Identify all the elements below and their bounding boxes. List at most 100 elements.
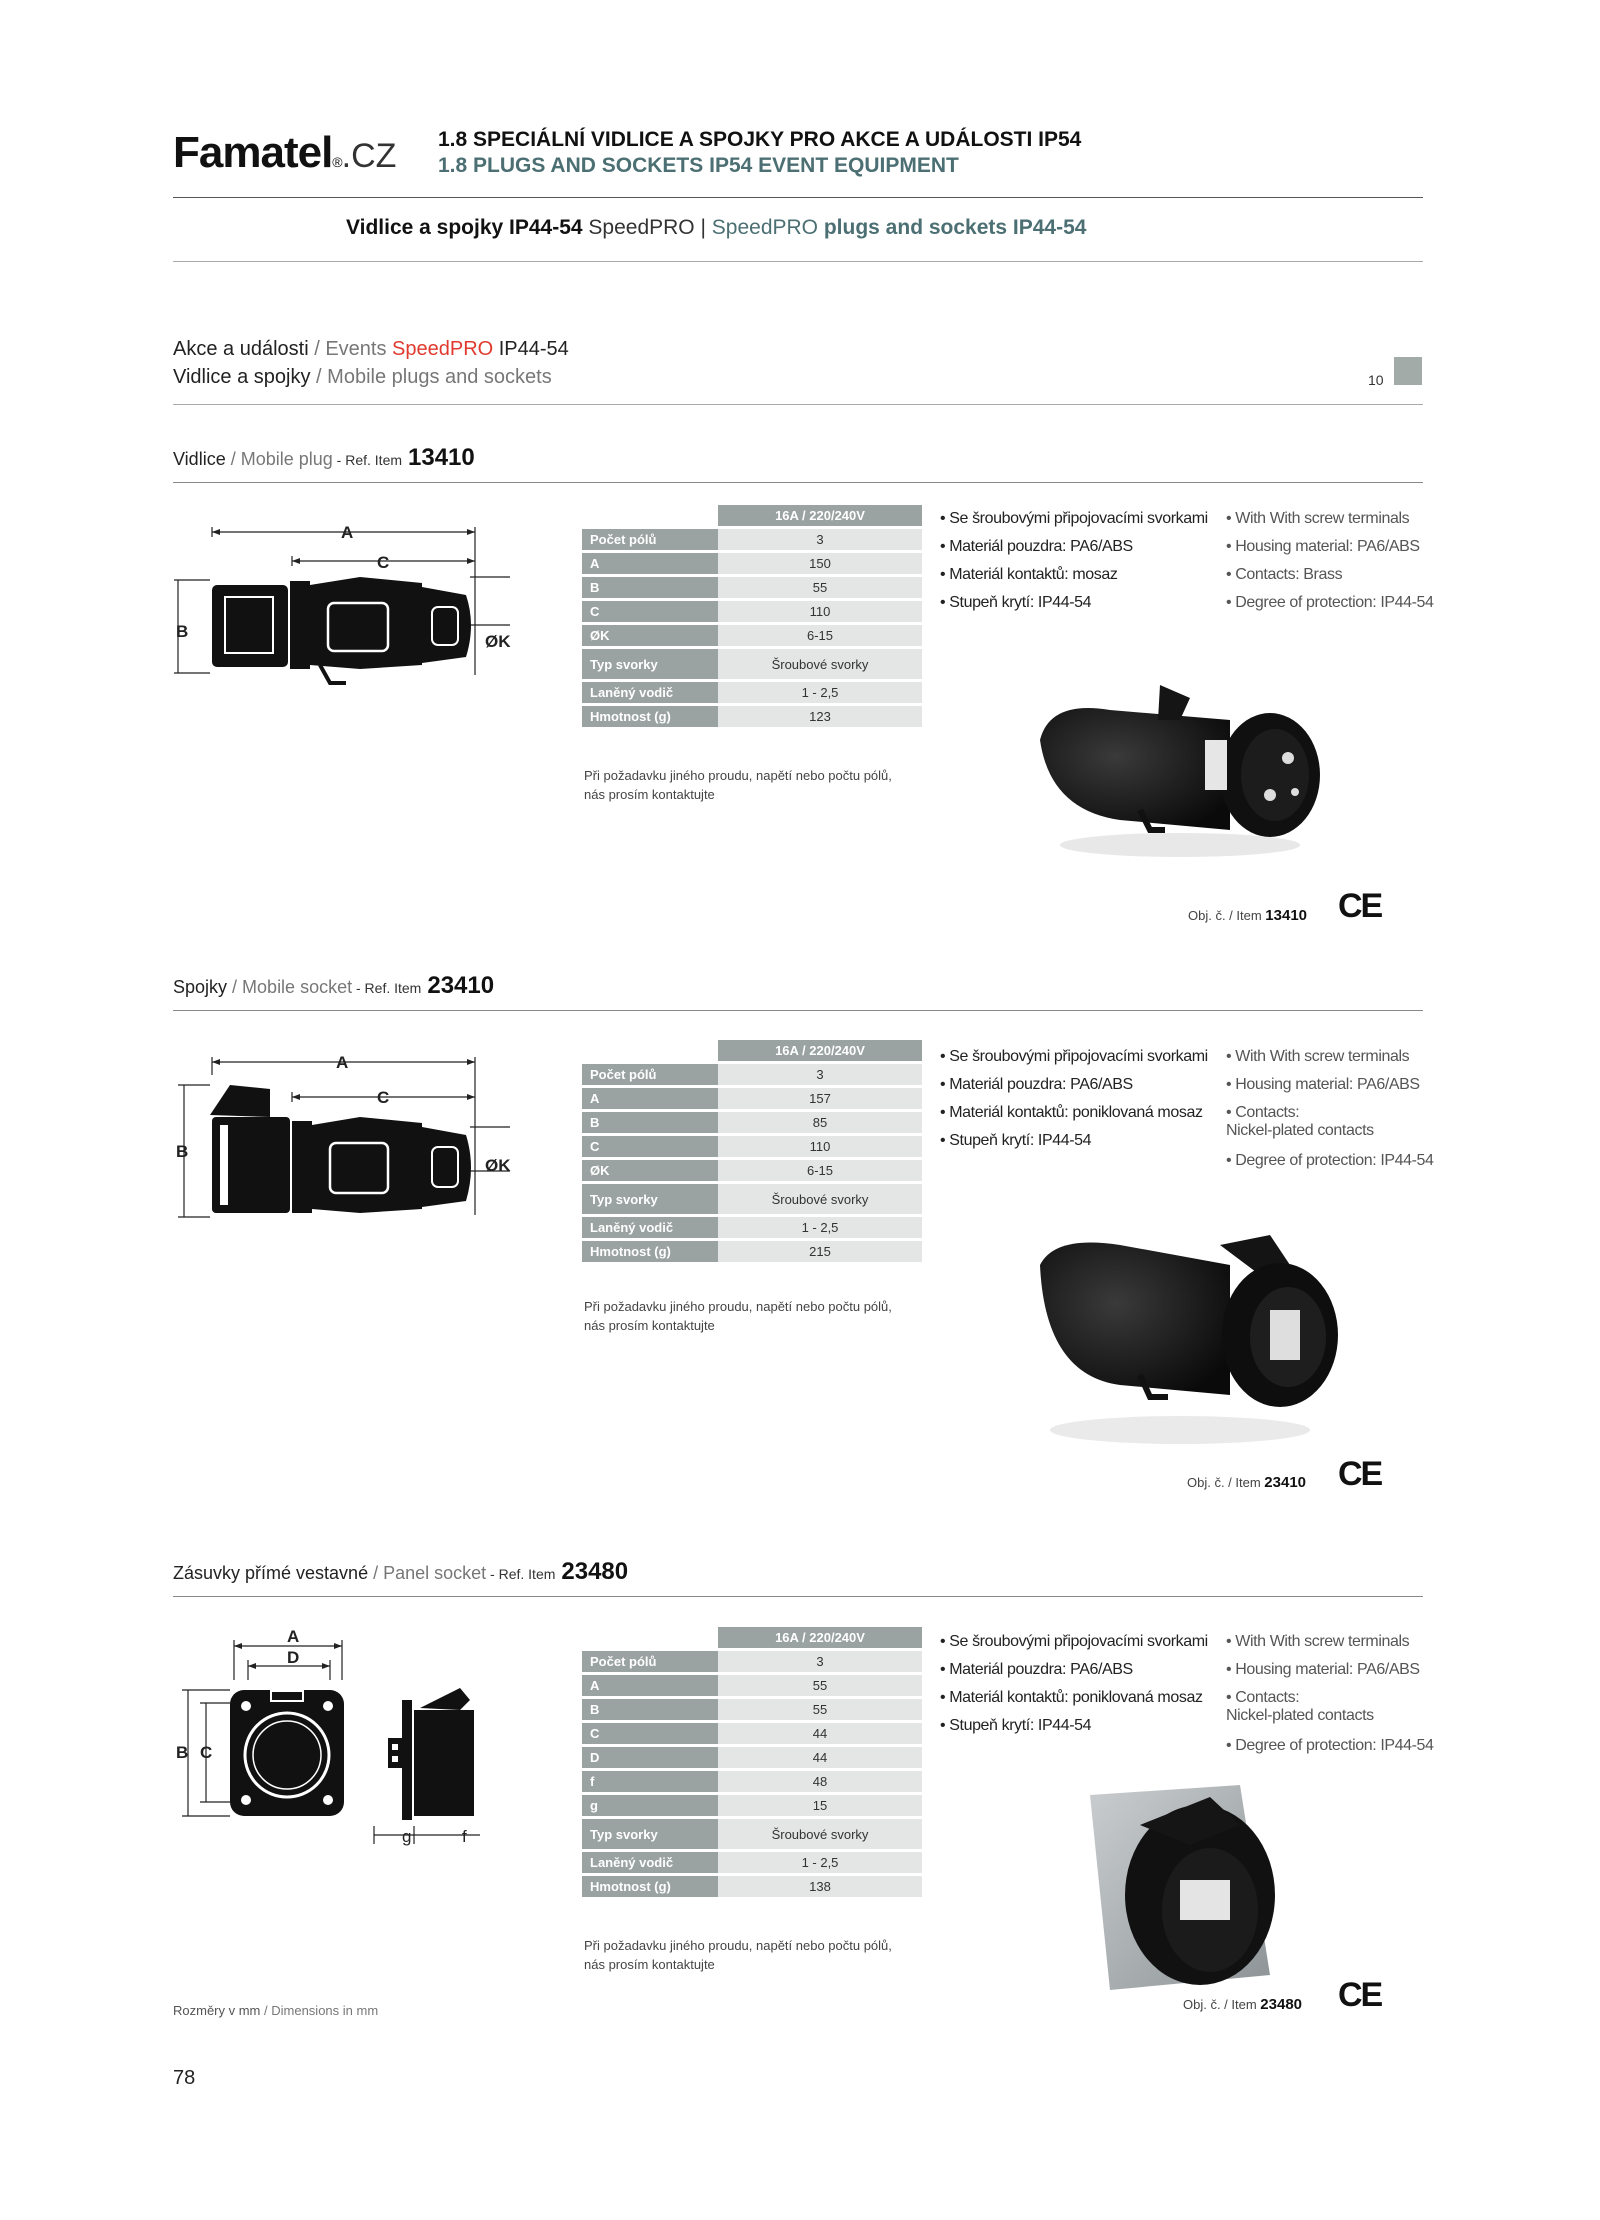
product-1-caption: Obj. č. / Item 13410 [1188, 907, 1307, 924]
ce-mark-icon: CE [1338, 887, 1383, 925]
spec-key: Laněný vodič [582, 682, 718, 703]
caption-label: Obj. č. / Item [1187, 1475, 1265, 1490]
feature-item: • Stupeň krytí: IP44-54 [940, 594, 1092, 611]
note-line-2: nás prosím kontaktujte [584, 787, 715, 802]
panel-dim-g: g [402, 1827, 411, 1846]
dimensions-note: Rozměry v mm / Dimensions in mm [173, 2003, 378, 2018]
feature-item: • Stupeň krytí: IP44-54 [940, 1132, 1092, 1149]
spec-key: B [582, 1699, 718, 1720]
socket-dim-a: A [336, 1053, 348, 1072]
spec-key: Počet pólů [582, 529, 718, 550]
panel-dim-c: C [200, 1743, 212, 1762]
p3-ref-label: - Ref. Item [486, 1566, 556, 1582]
spec-value: Šroubové svorky [718, 1819, 922, 1849]
spec-value: 48 [718, 1771, 922, 1792]
spec-value: 3 [718, 1064, 922, 1085]
spec-value: 15 [718, 1795, 922, 1816]
cat1-en: Events [325, 338, 393, 360]
table-header: 16A / 220/240V [718, 1627, 922, 1648]
subtitle-cz-name: SpeedPRO [582, 216, 695, 239]
logo-reg: ® [332, 154, 342, 170]
famatel-logo: Famatel®.CZ [173, 128, 396, 178]
logo-brand: Famatel [173, 128, 333, 177]
p1-ref: 13410 [408, 444, 475, 471]
subtitle-divider [173, 261, 1423, 262]
spec-value: 1 - 2,5 [718, 1852, 922, 1873]
product-1-features-cz: • Se šroubovými připojovacími svorkami •… [940, 505, 1208, 617]
subtitle-sep: | [694, 216, 712, 239]
spec-value: 55 [718, 1699, 922, 1720]
table-corner [582, 1627, 718, 1648]
spec-value: Šroubové svorky [718, 649, 922, 679]
subtitle-cz-bold: Vidlice a spojky IP44-54 [346, 216, 583, 239]
spec-key: A [582, 1088, 718, 1109]
dim-note-en: Dimensions in mm [271, 2003, 379, 2018]
plug-dim-a: A [341, 523, 353, 542]
socket-product-photo [1040, 1235, 1338, 1444]
p3-ref: 23480 [561, 1558, 629, 1585]
page-number: 78 [173, 2067, 196, 2089]
cat1-code: IP44-54 [493, 338, 569, 360]
socket-dim-b: B [176, 1142, 188, 1161]
feature-item: • Degree of protection: IP44-54 [1226, 594, 1434, 611]
cat2-sep: / [310, 366, 328, 388]
spec-key: Hmotnost (g) [582, 706, 718, 727]
plug-dim-b: B [176, 622, 188, 641]
product-2-caption: Obj. č. / Item 23410 [1187, 1474, 1306, 1491]
spec-value: 110 [718, 601, 922, 622]
feature-item: • Materiál pouzdra: PA6/ABS [940, 538, 1133, 555]
product-3-features-cz: • Se šroubovými připojovacími svorkami •… [940, 1628, 1208, 1740]
spec-key: f [582, 1771, 718, 1792]
spec-key: ØK [582, 1160, 718, 1181]
panel-dim-f: f [462, 1827, 467, 1846]
feature-item: • Materiál pouzdra: PA6/ABS [940, 1661, 1133, 1678]
product-2-divider [173, 1010, 1423, 1011]
ce-mark-icon: CE [1338, 1976, 1383, 2014]
category-divider [173, 404, 1423, 405]
table-header: 16A / 220/240V [718, 1040, 922, 1061]
feature-item: • With With screw terminals [1226, 1048, 1410, 1065]
spec-value: 55 [718, 577, 922, 598]
spec-value: 1 - 2,5 [718, 1217, 922, 1238]
feature-item: • Housing material: PA6/ABS [1226, 1076, 1420, 1093]
spec-value: 85 [718, 1112, 922, 1133]
cat2-en: Mobile plugs and sockets [327, 366, 552, 388]
feature-item: • Se šroubovými připojovacími svorkami [940, 510, 1208, 527]
ce-mark-icon: CE [1338, 1455, 1383, 1493]
spec-key: Počet pólů [582, 1064, 718, 1085]
feature-item: • Housing material: PA6/ABS [1226, 1661, 1420, 1678]
panel-dim-d: D [287, 1648, 299, 1667]
product-2-features-en: • With With screw terminals • Housing ma… [1226, 1043, 1434, 1175]
spec-value: 6-15 [718, 625, 922, 646]
feature-item: Nickel-plated contacts [1226, 1707, 1374, 1724]
product-2-note: Při požadavku jiného proudu, napětí nebo… [584, 1297, 892, 1335]
spec-key: Hmotnost (g) [582, 1876, 718, 1897]
note-line-1: Při požadavku jiného proudu, napětí nebo… [584, 768, 892, 783]
feature-item: • Contacts: Brass [1226, 566, 1343, 583]
feature-item: • Contacts: [1226, 1689, 1300, 1706]
subtitle-en-bold: plugs and sockets IP44-54 [818, 216, 1087, 239]
spec-value: 3 [718, 1651, 922, 1672]
p2-sep: / [227, 977, 243, 997]
category-line-2: Vidlice a spojky / Mobile plugs and sock… [173, 366, 552, 389]
note-line-1: Při požadavku jiného proudu, napětí nebo… [584, 1299, 892, 1314]
feature-item: • Stupeň krytí: IP44-54 [940, 1717, 1092, 1734]
header-divider [173, 197, 1423, 198]
section-subtitle: Vidlice a spojky IP44-54 SpeedPRO | Spee… [346, 216, 1086, 240]
p2-name-cz: Spojky [173, 977, 228, 997]
p1-sep: / [225, 449, 241, 469]
spec-value: 138 [718, 1876, 922, 1897]
cat1-sep: / [308, 338, 326, 360]
